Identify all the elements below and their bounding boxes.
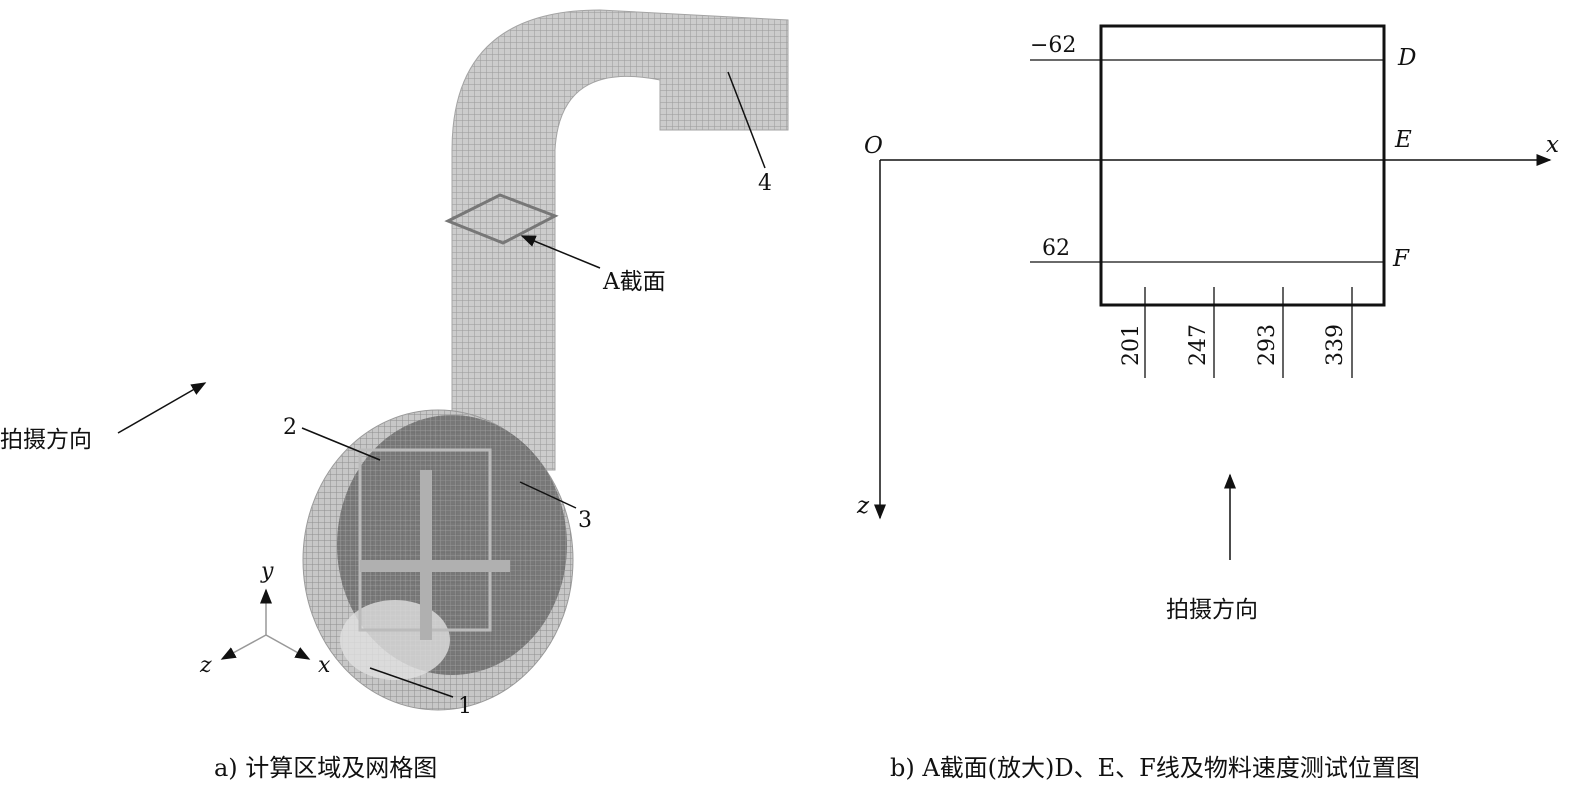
a-section-outline bbox=[444, 193, 559, 245]
camera-direction-arrow bbox=[117, 382, 207, 434]
callout-2-number: 2 bbox=[283, 415, 297, 440]
position-label-339: 339 bbox=[1323, 324, 1348, 366]
callout-1-number: 1 bbox=[458, 694, 472, 719]
line-d-label: D bbox=[1397, 45, 1416, 71]
line-f-label: F bbox=[1392, 246, 1410, 272]
a-section-arrow bbox=[520, 235, 601, 269]
line-e-label: E bbox=[1394, 127, 1412, 153]
triad-x-label: x bbox=[318, 653, 331, 678]
a-section-rectangle bbox=[1099, 24, 1386, 307]
position-label-201: 201 bbox=[1119, 324, 1144, 366]
x-axis-label: x bbox=[1546, 132, 1559, 158]
z-value-bottom: 62 bbox=[1042, 236, 1070, 261]
z-axis-label: z bbox=[856, 493, 870, 519]
callout-3-leader bbox=[519, 481, 577, 509]
panel-a: 1 2 3 4 A截面 拍摄方向 y x z a) 计算区域及网格图 bbox=[0, 9, 789, 782]
triad-z-label: z bbox=[199, 653, 212, 678]
position-label-247: 247 bbox=[1186, 324, 1211, 366]
callout-3-number: 3 bbox=[578, 508, 592, 533]
z-value-top: −62 bbox=[1030, 33, 1076, 58]
panel-b-caption: b) A截面(放大)D、E、F线及物料速度测试位置图 bbox=[890, 754, 1420, 782]
a-section-label: A截面 bbox=[602, 269, 666, 295]
camera-direction-label: 拍摄方向 bbox=[0, 427, 92, 453]
duct-mesh bbox=[451, 9, 789, 471]
callout-4-leader bbox=[727, 71, 766, 169]
fan-housing-mesh bbox=[302, 409, 574, 711]
callout-4-number: 4 bbox=[758, 171, 772, 196]
triad-y-label: y bbox=[260, 559, 274, 584]
callout-1-leader bbox=[369, 667, 454, 698]
panel-b: x z O −62 D E 62 F 201 247 293 339 拍摄方向 … bbox=[856, 24, 1559, 782]
panel-b-direction-label: 拍摄方向 bbox=[1166, 597, 1258, 623]
panel-a-caption: a) 计算区域及网格图 bbox=[214, 754, 437, 782]
position-label-293: 293 bbox=[1255, 324, 1280, 366]
origin-label: O bbox=[864, 133, 883, 159]
callout-2-leader bbox=[301, 427, 381, 461]
coordinate-triad bbox=[220, 588, 311, 660]
